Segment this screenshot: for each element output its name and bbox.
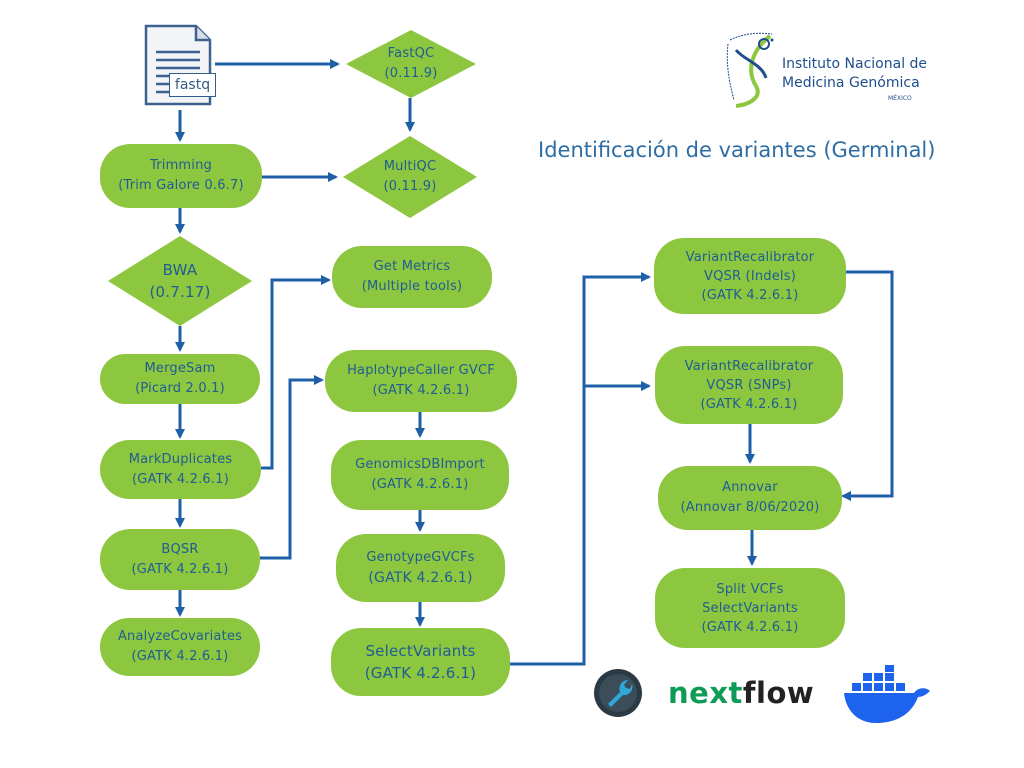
selectvariants-node: SelectVariants (GATK 4.2.6.1) (331, 628, 510, 696)
split-vcfs-tool: SelectVariants (702, 600, 798, 616)
trimming-version: (Trim Galore 0.6.7) (118, 178, 244, 193)
vqsr-snps-name: VariantRecalibrator (684, 358, 814, 374)
vqsr-indels-version: (GATK 4.2.6.1) (701, 287, 799, 303)
analyzecovariates-name: AnalyzeCovariates (117, 629, 243, 644)
institution-name-line1: Instituto Nacional de (782, 56, 928, 72)
multiqc-version: (0.11.9) (383, 179, 437, 194)
markduplicates-version: (GATK 4.2.6.1) (132, 471, 229, 487)
getmetrics-tools: (Multiple tools) (361, 279, 463, 294)
genotypegvcfs-version: (GATK 4.2.6.1) (368, 570, 473, 586)
getmetrics-node: Get Metrics (Multiple tools) (332, 246, 492, 308)
nextflow-logo: nextflow (668, 676, 814, 710)
analyzecovariates-version: (GATK 4.2.6.1) (131, 649, 229, 664)
trimming-node: Trimming (Trim Galore 0.6.7) (100, 144, 262, 208)
selectvariants-name: SelectVariants (365, 642, 476, 660)
vqsr-snps-mode: VQSR (SNPs) (706, 377, 792, 393)
vqsr-indels-node: VariantRecalibrator VQSR (Indels) (GATK … (654, 238, 846, 314)
haplotypecaller-version: (GATK 4.2.6.1) (372, 383, 470, 398)
arrow-markduplicates-to-getmetrics (261, 275, 331, 470)
bqsr-name: BQSR (161, 541, 199, 557)
split-vcfs-version: (GATK 4.2.6.1) (701, 619, 799, 635)
institution-logo: Instituto Nacional de Medicina Genómica … (722, 30, 942, 110)
page-title: Identificación de variantes (Germinal) (538, 138, 936, 162)
bqsr-version: (GATK 4.2.6.1) (131, 561, 229, 577)
annovar-version: (Annovar 8/06/2020) (680, 500, 820, 515)
docker-whale-icon (844, 665, 930, 723)
arrow-bqsr-to-haplotypecaller (260, 375, 324, 560)
dna-helix-icon (726, 32, 774, 108)
mergesam-version: (Picard 2.0.1) (135, 381, 225, 396)
multiqc-name: MultiQC (383, 159, 437, 174)
nextflow-logo-flow: flow (742, 676, 815, 710)
genotypegvcfs-node: GenotypeGVCFs (GATK 4.2.6.1) (336, 534, 505, 602)
haplotypecaller-name: HaplotypeCaller GVCF (347, 363, 495, 378)
bwa-name: BWA (162, 261, 198, 279)
fastqc-name: FastQC (387, 46, 435, 61)
markduplicates-node: MarkDuplicates (GATK 4.2.6.1) (100, 440, 261, 499)
arrow-selectvariants-to-vqsr-indels (510, 272, 651, 666)
annovar-name: Annovar (722, 480, 778, 495)
fastqc-version: (0.11.9) (384, 66, 438, 81)
bqsr-node: BQSR (GATK 4.2.6.1) (100, 529, 260, 590)
institution-name-line2: Medicina Genómica (782, 75, 920, 91)
haplotypecaller-node: HaplotypeCaller GVCF (GATK 4.2.6.1) (325, 350, 517, 412)
arrow-vqsr-indels-to-annovar (841, 270, 894, 501)
annovar-node: Annovar (Annovar 8/06/2020) (658, 466, 842, 530)
genomicsdbimport-node: GenomicsDBImport (GATK 4.2.6.1) (331, 440, 509, 510)
selectvariants-version: (GATK 4.2.6.1) (364, 664, 477, 682)
vqsr-snps-node: VariantRecalibrator VQSR (SNPs) (GATK 4.… (655, 346, 843, 424)
institution-country: MÉXICO (888, 95, 912, 102)
genomicsdbimport-version: (GATK 4.2.6.1) (371, 477, 469, 492)
vqsr-snps-version: (GATK 4.2.6.1) (700, 396, 798, 412)
genotypegvcfs-name: GenotypeGVCFs (366, 550, 475, 565)
bwa-version: (0.7.17) (149, 283, 211, 301)
fastq-file-label: fastq (169, 73, 216, 97)
wrench-logo-icon (594, 669, 642, 717)
markduplicates-name: MarkDuplicates (128, 451, 233, 467)
split-vcfs-name: Split VCFs (716, 581, 784, 597)
bwa-node: BWA (0.7.17) (108, 236, 252, 326)
multiqc-node: MultiQC (0.11.9) (343, 136, 477, 218)
nextflow-logo-next: next (668, 676, 743, 710)
split-vcfs-node: Split VCFs SelectVariants (GATK 4.2.6.1) (655, 568, 845, 648)
fastqc-node: FastQC (0.11.9) (346, 30, 476, 98)
analyzecovariates-node: AnalyzeCovariates (GATK 4.2.6.1) (100, 618, 260, 676)
vqsr-indels-name: VariantRecalibrator (685, 249, 815, 265)
trimming-name: Trimming (149, 158, 213, 173)
mergesam-name: MergeSam (144, 361, 216, 376)
getmetrics-name: Get Metrics (373, 259, 451, 274)
mergesam-node: MergeSam (Picard 2.0.1) (100, 354, 260, 404)
vqsr-indels-mode: VQSR (Indels) (704, 268, 796, 284)
genomicsdbimport-name: GenomicsDBImport (355, 457, 485, 472)
